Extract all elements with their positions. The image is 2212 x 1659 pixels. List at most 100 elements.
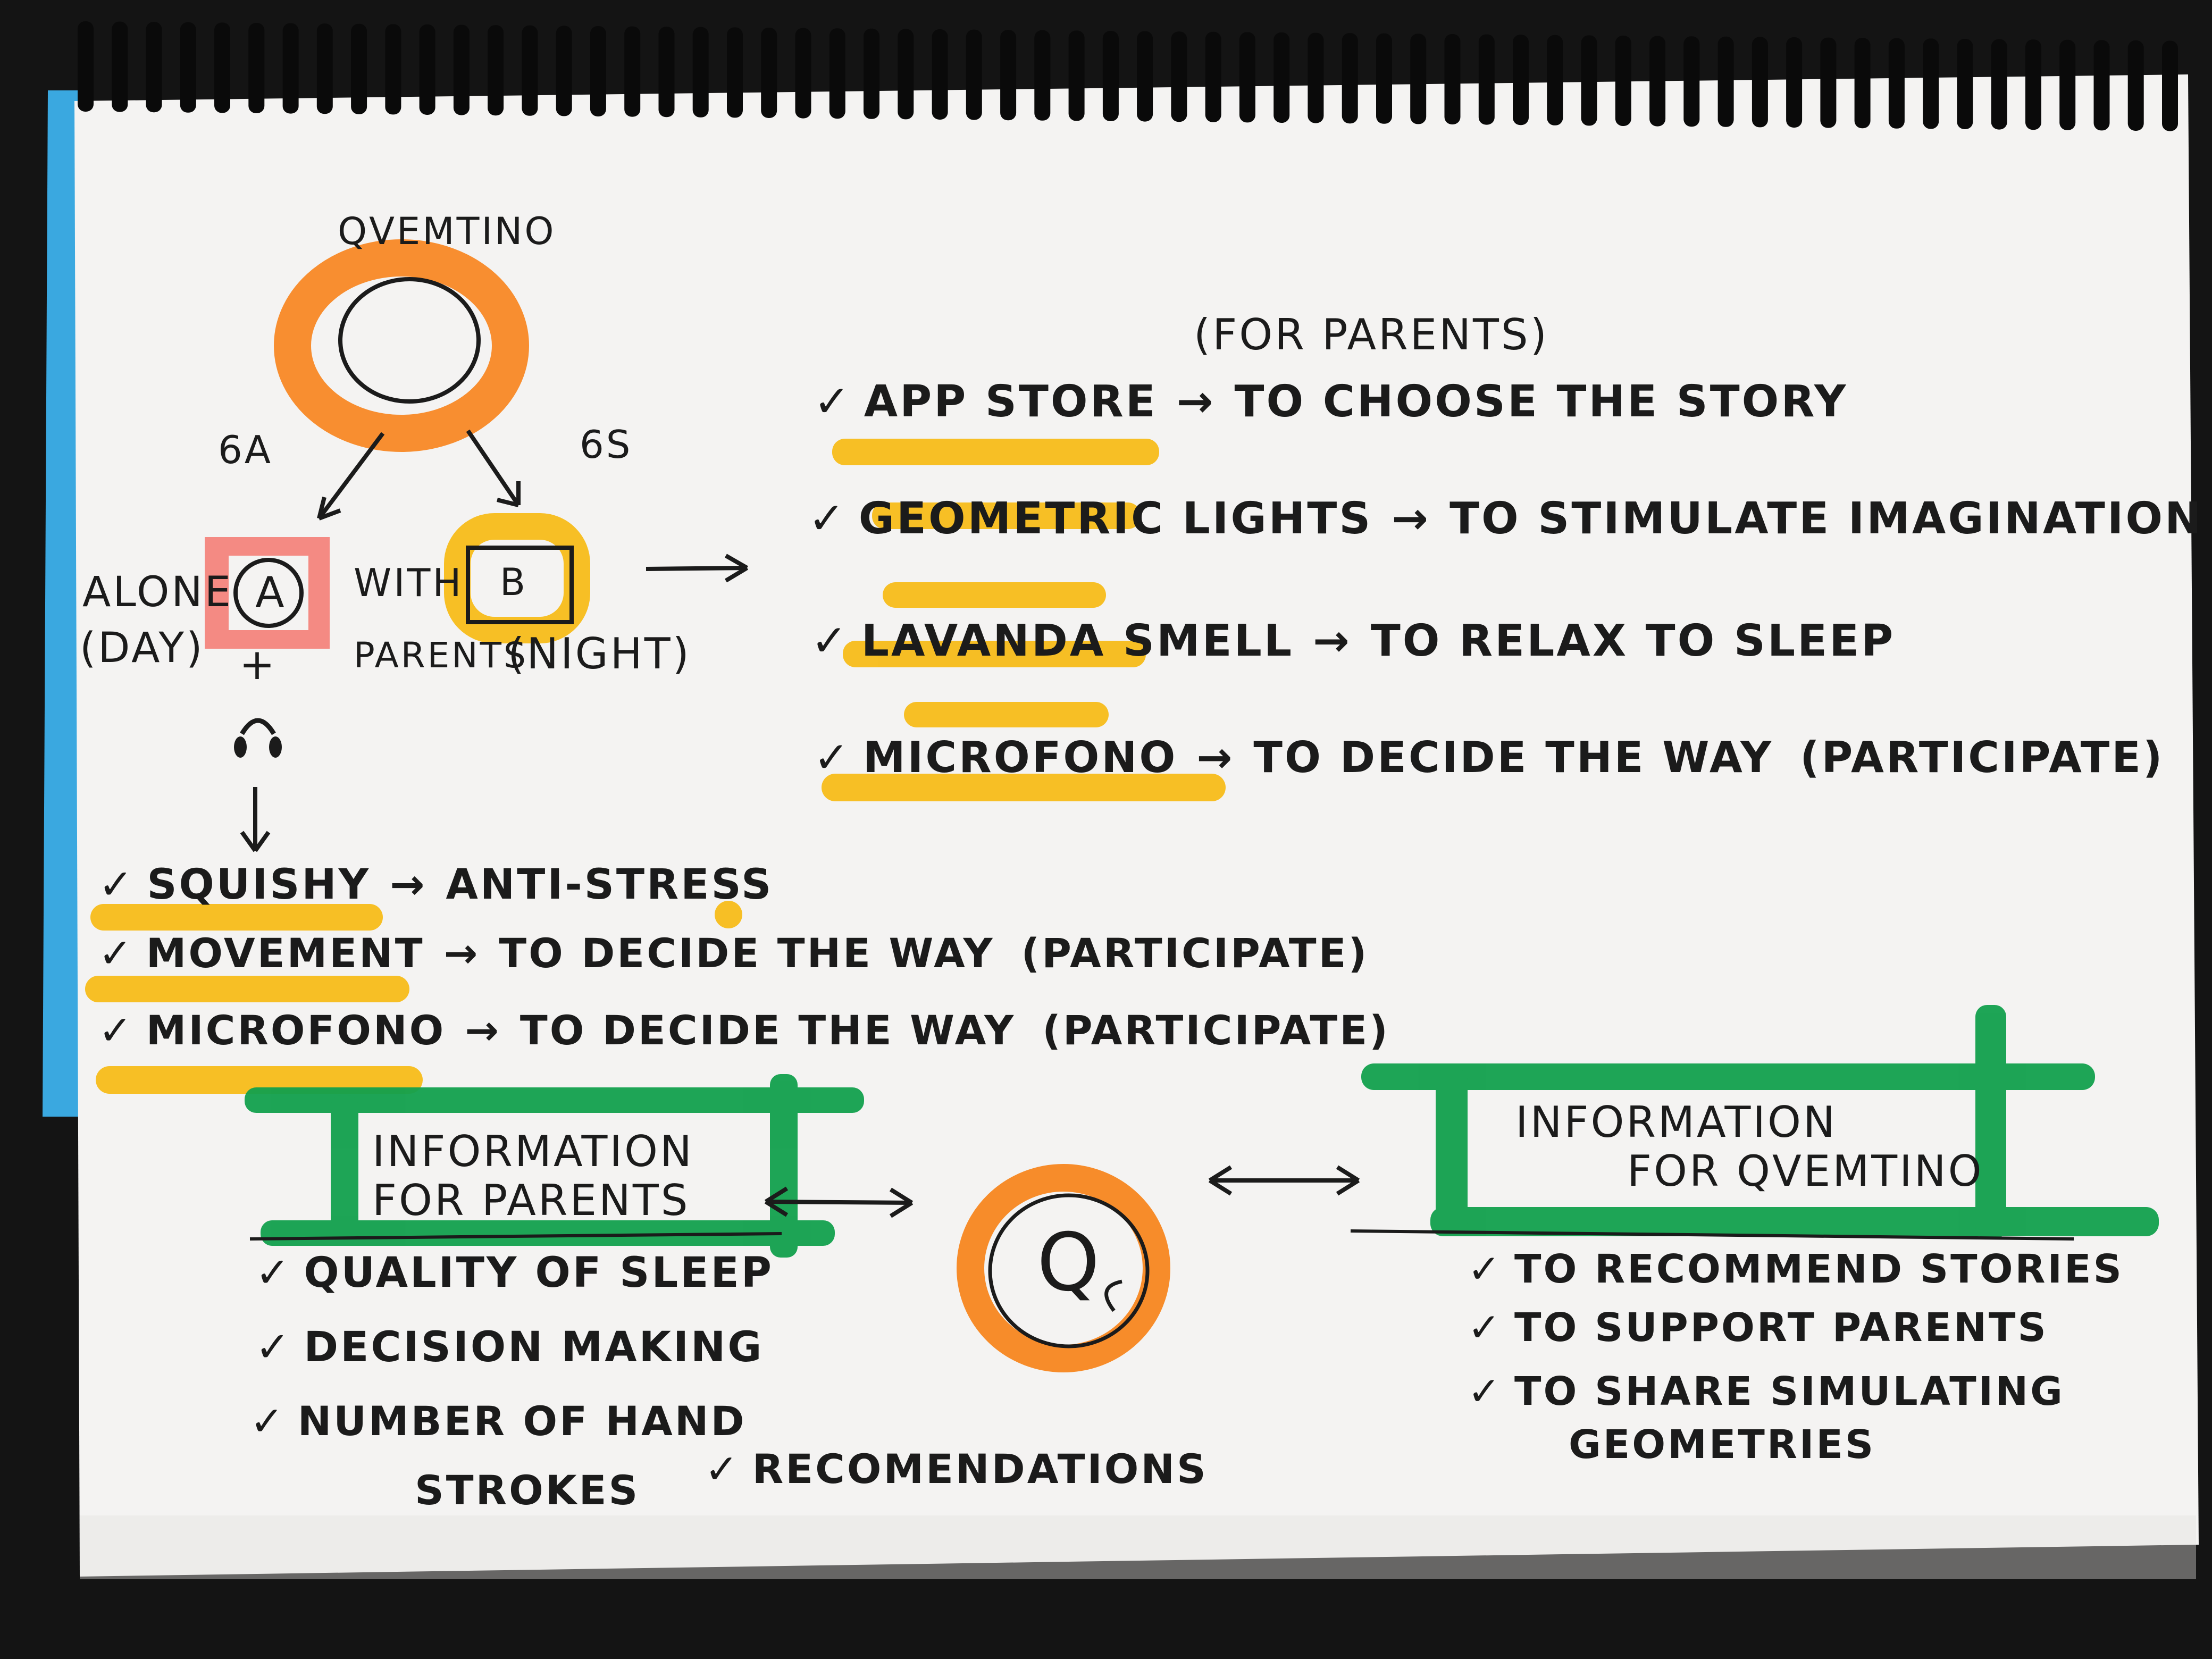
right-arrow-icon: →: [465, 1007, 501, 1054]
mode-a-when: (DAY): [80, 624, 205, 672]
center-logo-orange-ring: [957, 1164, 1170, 1372]
feature-label: LAVANDA SMELL: [861, 616, 1294, 666]
logo-swirl: [1104, 1279, 1122, 1312]
b-square: [466, 546, 574, 624]
center-logo-letter: Q: [1037, 1217, 1102, 1309]
spiral-loop: [1888, 38, 1905, 129]
spiral-loop: [282, 23, 299, 114]
spiral-loop: [1547, 35, 1563, 125]
spiral-loop: [829, 28, 845, 119]
spiral-loop: [624, 26, 641, 117]
feature-purpose: TO CHOOSE THE STORY: [1234, 376, 1848, 427]
feature-extra: (PARTICIPATE): [1800, 733, 2165, 782]
spiral-loop: [590, 26, 606, 116]
spiral-loop: [1786, 37, 1803, 128]
right-arrow-icon: →: [1176, 376, 1216, 427]
qvemtino-item-share: ✓TO SHARE SIMULATING: [1468, 1372, 2065, 1411]
headphones-icon: [240, 718, 276, 735]
parents-recommendations: ✓RECOMENDATIONS: [705, 1449, 1208, 1489]
night-feature-microfono: ✓MICROFONO → TO DECIDE THE WAY (PARTICIPATE…: [814, 736, 2164, 779]
spiral-loop: [488, 25, 504, 116]
mode-b-with-line2: PARENTS: [354, 635, 528, 676]
qvemtino-box-underline: [1350, 1229, 2074, 1241]
arrow-to-night-features: [646, 566, 748, 571]
highlight-app-store: [832, 439, 1159, 465]
feature-extra: (PARTICIPATE): [1021, 929, 1369, 977]
qvemtino-box-line2: FOR QVEMTINO: [1627, 1146, 1984, 1196]
spiral-loop: [248, 23, 265, 113]
spiral-loop: [1991, 39, 2007, 130]
parents-item-strokes-line2: STROKES: [415, 1467, 640, 1514]
check-mark: ✓: [808, 493, 847, 544]
item-label: DECISION MAKING: [304, 1323, 764, 1371]
feature-label: MICROFONO: [863, 733, 1178, 782]
feature-label: APP STORE: [864, 376, 1158, 427]
parents-box-title: INFORMATION FOR PARENTS: [372, 1127, 694, 1225]
green-highlight-parents-box: [245, 1074, 864, 1258]
item-label: TO SHARE SIMULATING: [1514, 1369, 2065, 1414]
spiral-loop: [556, 26, 572, 116]
spiral-loop: [385, 24, 401, 115]
arrowhead-a: [317, 497, 341, 521]
spiral-loop: [761, 28, 777, 118]
spiral-loop: [1376, 33, 1392, 124]
spiral-loop: [1000, 30, 1017, 121]
day-feature-microfono: ✓MICROFONO→TO DECIDE THE WAY(PARTICIPATE…: [98, 1010, 1390, 1051]
check-mark: ✓: [1468, 1369, 1503, 1414]
spiral-loop: [2093, 40, 2110, 131]
yellow-highlight-b: [444, 513, 590, 643]
highlight-lavanda: [843, 641, 1146, 667]
right-arrow-icon: →: [443, 929, 480, 977]
spiral-loop: [2127, 40, 2144, 131]
spiral-loop: [1717, 36, 1734, 127]
check-mark: ✓: [814, 376, 852, 427]
spiral-loop: [453, 24, 470, 115]
green-left-parents: [331, 1095, 358, 1244]
feature-purpose: TO DECIDE THE WAY: [520, 1007, 1016, 1054]
check-mark: ✓: [814, 733, 852, 782]
spiral-loop: [112, 21, 128, 112]
spiral-loop: [1478, 34, 1495, 125]
spiral-loop: [932, 29, 948, 120]
right-arrow-icon: →: [390, 861, 427, 909]
check-mark: ✓: [1468, 1305, 1503, 1351]
arrowhead-night-features: [724, 554, 749, 583]
spiral-loop: [1102, 31, 1119, 121]
feature-purpose: TO DECIDE THE WAY: [1253, 733, 1774, 782]
spiral-loop: [1854, 38, 1871, 129]
parents-box-line1: INFORMATION: [372, 1127, 694, 1176]
spiral-loop: [1581, 35, 1597, 126]
orange-highlight-circle: [274, 239, 529, 452]
day-feature-movement: ✓MOVEMENT→TO DECIDE THE WAY(PARTICIPATE): [98, 933, 1369, 974]
night-feature-geometric-lights: ✓GEOMETRIC LIGHTS→TO STIMULATE IMAGINATI…: [808, 497, 2203, 541]
paper-sheet: [74, 74, 2199, 1577]
spiral-loop: [1615, 36, 1631, 126]
spiral-loop: [1444, 34, 1461, 124]
green-right-qvemtino: [1975, 1005, 2006, 1239]
parents-item-decision: ✓DECISION MAKING: [255, 1327, 764, 1368]
right-arrow-icon: →: [1196, 733, 1235, 782]
green-right-parents: [770, 1074, 798, 1258]
age-label-left: 6A: [218, 428, 273, 472]
highlight-squishy: [90, 904, 383, 931]
spiral-loop: [1068, 30, 1085, 121]
spiral-loop: [966, 29, 982, 120]
center-logo-outline: [988, 1193, 1150, 1348]
item-label: NUMBER OF HAND: [297, 1397, 747, 1445]
mode-a-letter: A: [255, 568, 287, 617]
spiral-loop: [1923, 38, 1939, 129]
spiral-loop: [2025, 39, 2041, 130]
check-mark: ✓: [811, 616, 850, 666]
feature-label: MOVEMENT: [146, 929, 425, 977]
feature-label: MICROFONO: [146, 1007, 446, 1054]
night-feature-highlights: [822, 439, 1226, 801]
qvemtino-title: QVEMTINO: [338, 210, 556, 253]
green-bottom-parents: [261, 1220, 835, 1246]
spiral-loop: [692, 27, 709, 118]
qvemtino-box-line1: INFORMATION: [1515, 1097, 1837, 1147]
parents-box-underline: [249, 1232, 782, 1241]
highlight-lights: [883, 582, 1106, 608]
a-box-inner: [229, 556, 308, 630]
